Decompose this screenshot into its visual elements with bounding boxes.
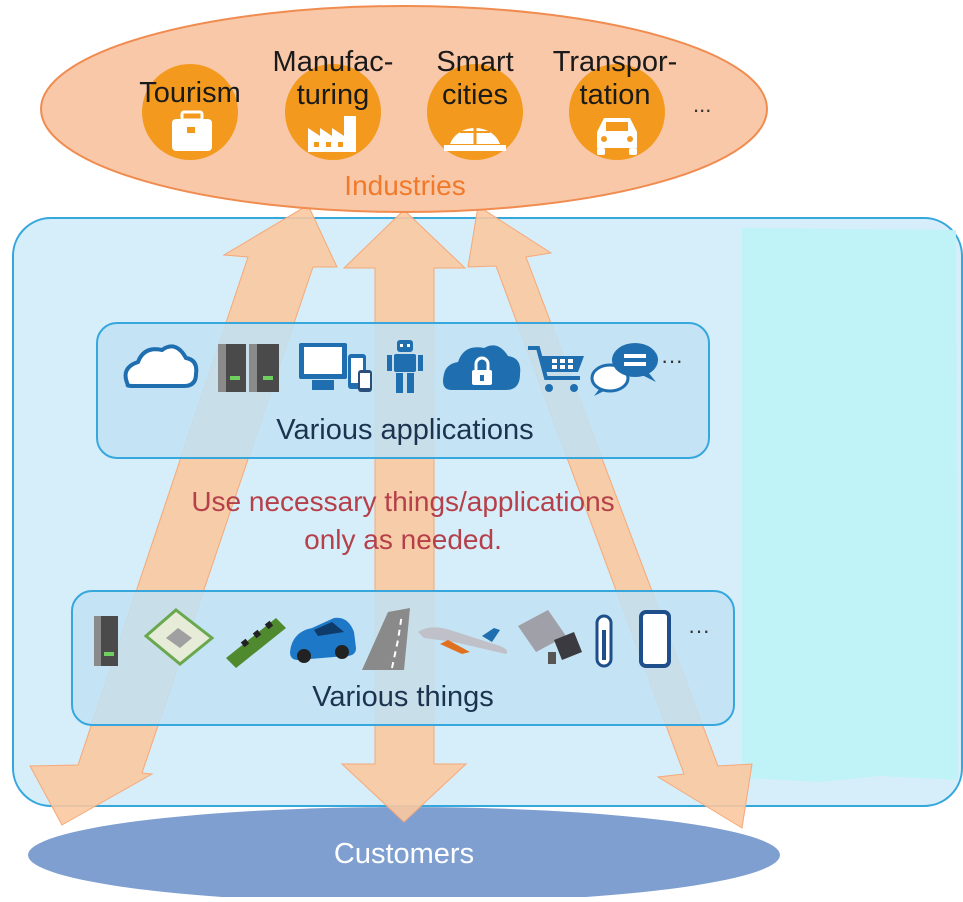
airplane-icon [418, 627, 508, 654]
industries-label: Industries [344, 170, 466, 201]
dome-icon [444, 124, 506, 151]
industry-label-manufacturing: Manufac- turing [263, 46, 403, 112]
industry-label-tourism: Tourism [128, 62, 252, 110]
cloud-icon [123, 344, 199, 388]
industry-label-smart-cities-line2: cities [441, 79, 509, 111]
things-label: Various things [312, 681, 494, 713]
industries-more: ... [693, 92, 712, 117]
usage-note-line2: only as needed. [304, 524, 502, 555]
industry-label-manufacturing-line2: turing [296, 79, 370, 111]
customers-ellipse [28, 807, 780, 902]
chip-icon [143, 608, 215, 666]
right-accent-shape [742, 228, 958, 782]
factory-icon [308, 116, 356, 152]
industry-label-smart-cities-line1: Smart [436, 46, 514, 78]
customers-label: Customers [333, 838, 475, 870]
industry-label-manufacturing-line1: Manufac- [272, 46, 394, 78]
suitcase-icon [172, 110, 212, 151]
transportation-circle [569, 64, 665, 160]
industry-label-transportation-line1: Transpor- [552, 46, 678, 78]
car-icon [290, 617, 356, 663]
memory-icon [226, 618, 286, 668]
server-icon [218, 344, 279, 392]
things-more: ··· [688, 618, 710, 643]
smartphone-icon [639, 610, 671, 668]
thermometer-icon [595, 614, 613, 668]
smart-cities-circle [427, 64, 523, 160]
cloud-lock-icon [443, 345, 521, 390]
industries-ellipse [40, 5, 768, 213]
industry-label-tourism-line2: Tourism [139, 77, 241, 109]
server-tower-icon [94, 616, 118, 666]
cart-icon [528, 346, 584, 392]
usage-note: Use necessary things/applications only a… [108, 483, 698, 559]
industry-label-transportation: Transpor- tation [540, 46, 690, 112]
devices-icon [299, 343, 372, 392]
industry-label-transportation-line2: tation [579, 79, 651, 111]
robot-icon [387, 340, 423, 393]
applications-label: Various applications [276, 414, 534, 446]
industry-label-smart-cities: Smart cities [410, 46, 540, 112]
car-icon-industry [597, 118, 637, 155]
road-icon [362, 608, 410, 670]
camera-icon [518, 610, 582, 664]
usage-note-line1: Use necessary things/applications [191, 486, 615, 517]
applications-more: ··· [661, 348, 683, 373]
chat-icon [590, 343, 658, 396]
